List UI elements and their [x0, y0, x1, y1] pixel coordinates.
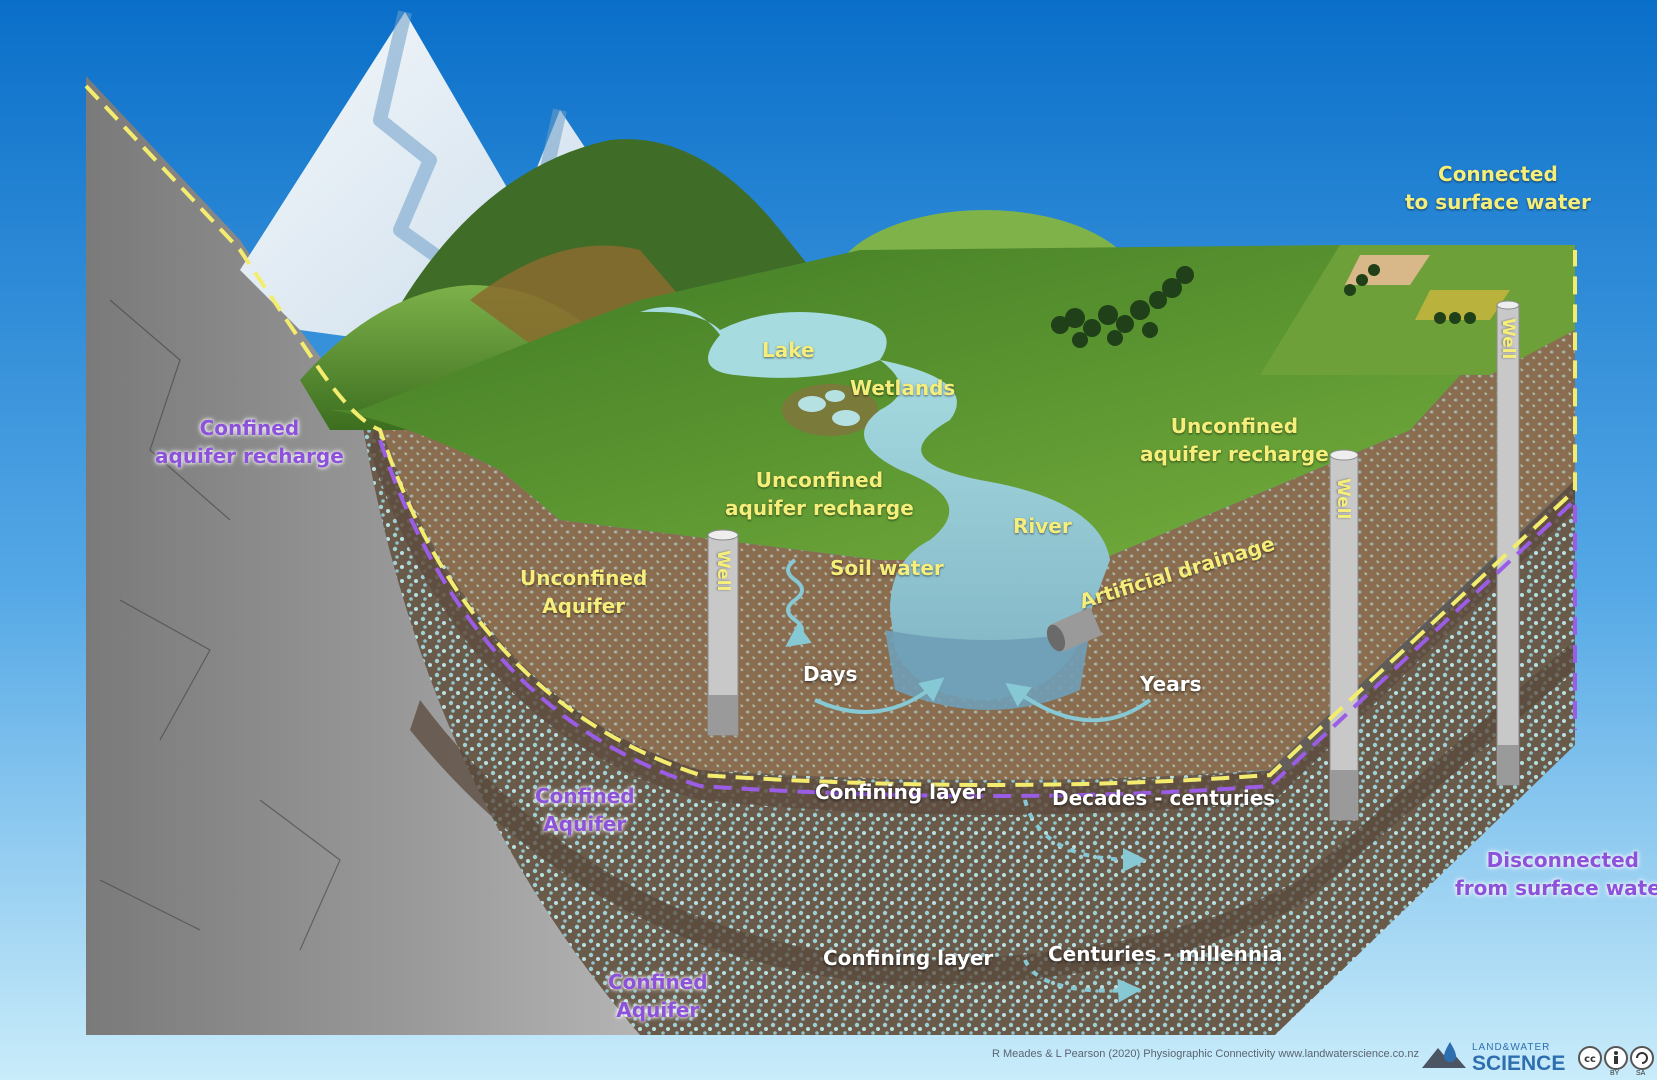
label-confining-layer-upper: Confining layer [815, 780, 986, 804]
svg-text:cc: cc [1584, 1054, 1596, 1065]
label-centuries-millennia: Centuries - millennia [1048, 942, 1283, 966]
brand-bottom-text: SCIENCE [1472, 1052, 1566, 1075]
forest [1051, 264, 1476, 348]
unconfined-aquifer-pores [380, 250, 1575, 780]
license-sa-text: SA [1636, 1070, 1646, 1077]
disconnected-boundary-line [378, 439, 1577, 798]
rock-cracks [99, 299, 341, 951]
bedrock-cliff [86, 76, 640, 1035]
well-pipe-right [1496, 300, 1520, 786]
centuries-flow-arrow-icon [1023, 959, 1142, 1003]
lake [640, 306, 887, 378]
well-label-right: Well [1498, 318, 1518, 360]
lower-confining-layer [410, 640, 1575, 985]
credit-text: R Meades & L Pearson (2020) Physiographi… [992, 1048, 1419, 1060]
well-label-middle: Well [1333, 478, 1353, 520]
years-flow-arrow-icon [1005, 682, 1152, 723]
well-label-left: Well [713, 550, 733, 592]
license-by-text: BY [1610, 1070, 1620, 1077]
label-river: River [1013, 514, 1072, 538]
label-years: Years [1140, 672, 1202, 696]
brand-top-text: LAND&WATER [1472, 1042, 1551, 1053]
farm-fields [1260, 245, 1575, 375]
label-confining-layer-lower: Confining layer [823, 946, 994, 970]
confined-aquifer-gravel [360, 410, 1575, 1035]
mountain-drop-icon [1422, 1042, 1466, 1068]
connected-boundary-line [84, 84, 1577, 787]
label-soil-water: Soil water [830, 556, 944, 580]
wetlands-patch [782, 384, 878, 436]
decades-flow-arrow-icon [1023, 799, 1147, 872]
artificial-drainage-pipe [1046, 607, 1102, 652]
label-lake: Lake [762, 338, 815, 362]
label-wetlands: Wetlands [850, 376, 956, 400]
soil-water-arrow-icon [785, 558, 812, 647]
land-water-science-logo: LAND&WATER SCIENCE [1420, 1038, 1568, 1075]
days-flow-arrow-icon [814, 677, 945, 714]
label-decades-centuries: Decades - centuries [1052, 786, 1276, 810]
creative-commons-icon: cc BY SA [1578, 1044, 1654, 1078]
well-pipe-middle [1329, 449, 1359, 821]
label-days: Days [803, 662, 858, 686]
well-pipe-left [707, 529, 739, 736]
river [864, 360, 1110, 700]
